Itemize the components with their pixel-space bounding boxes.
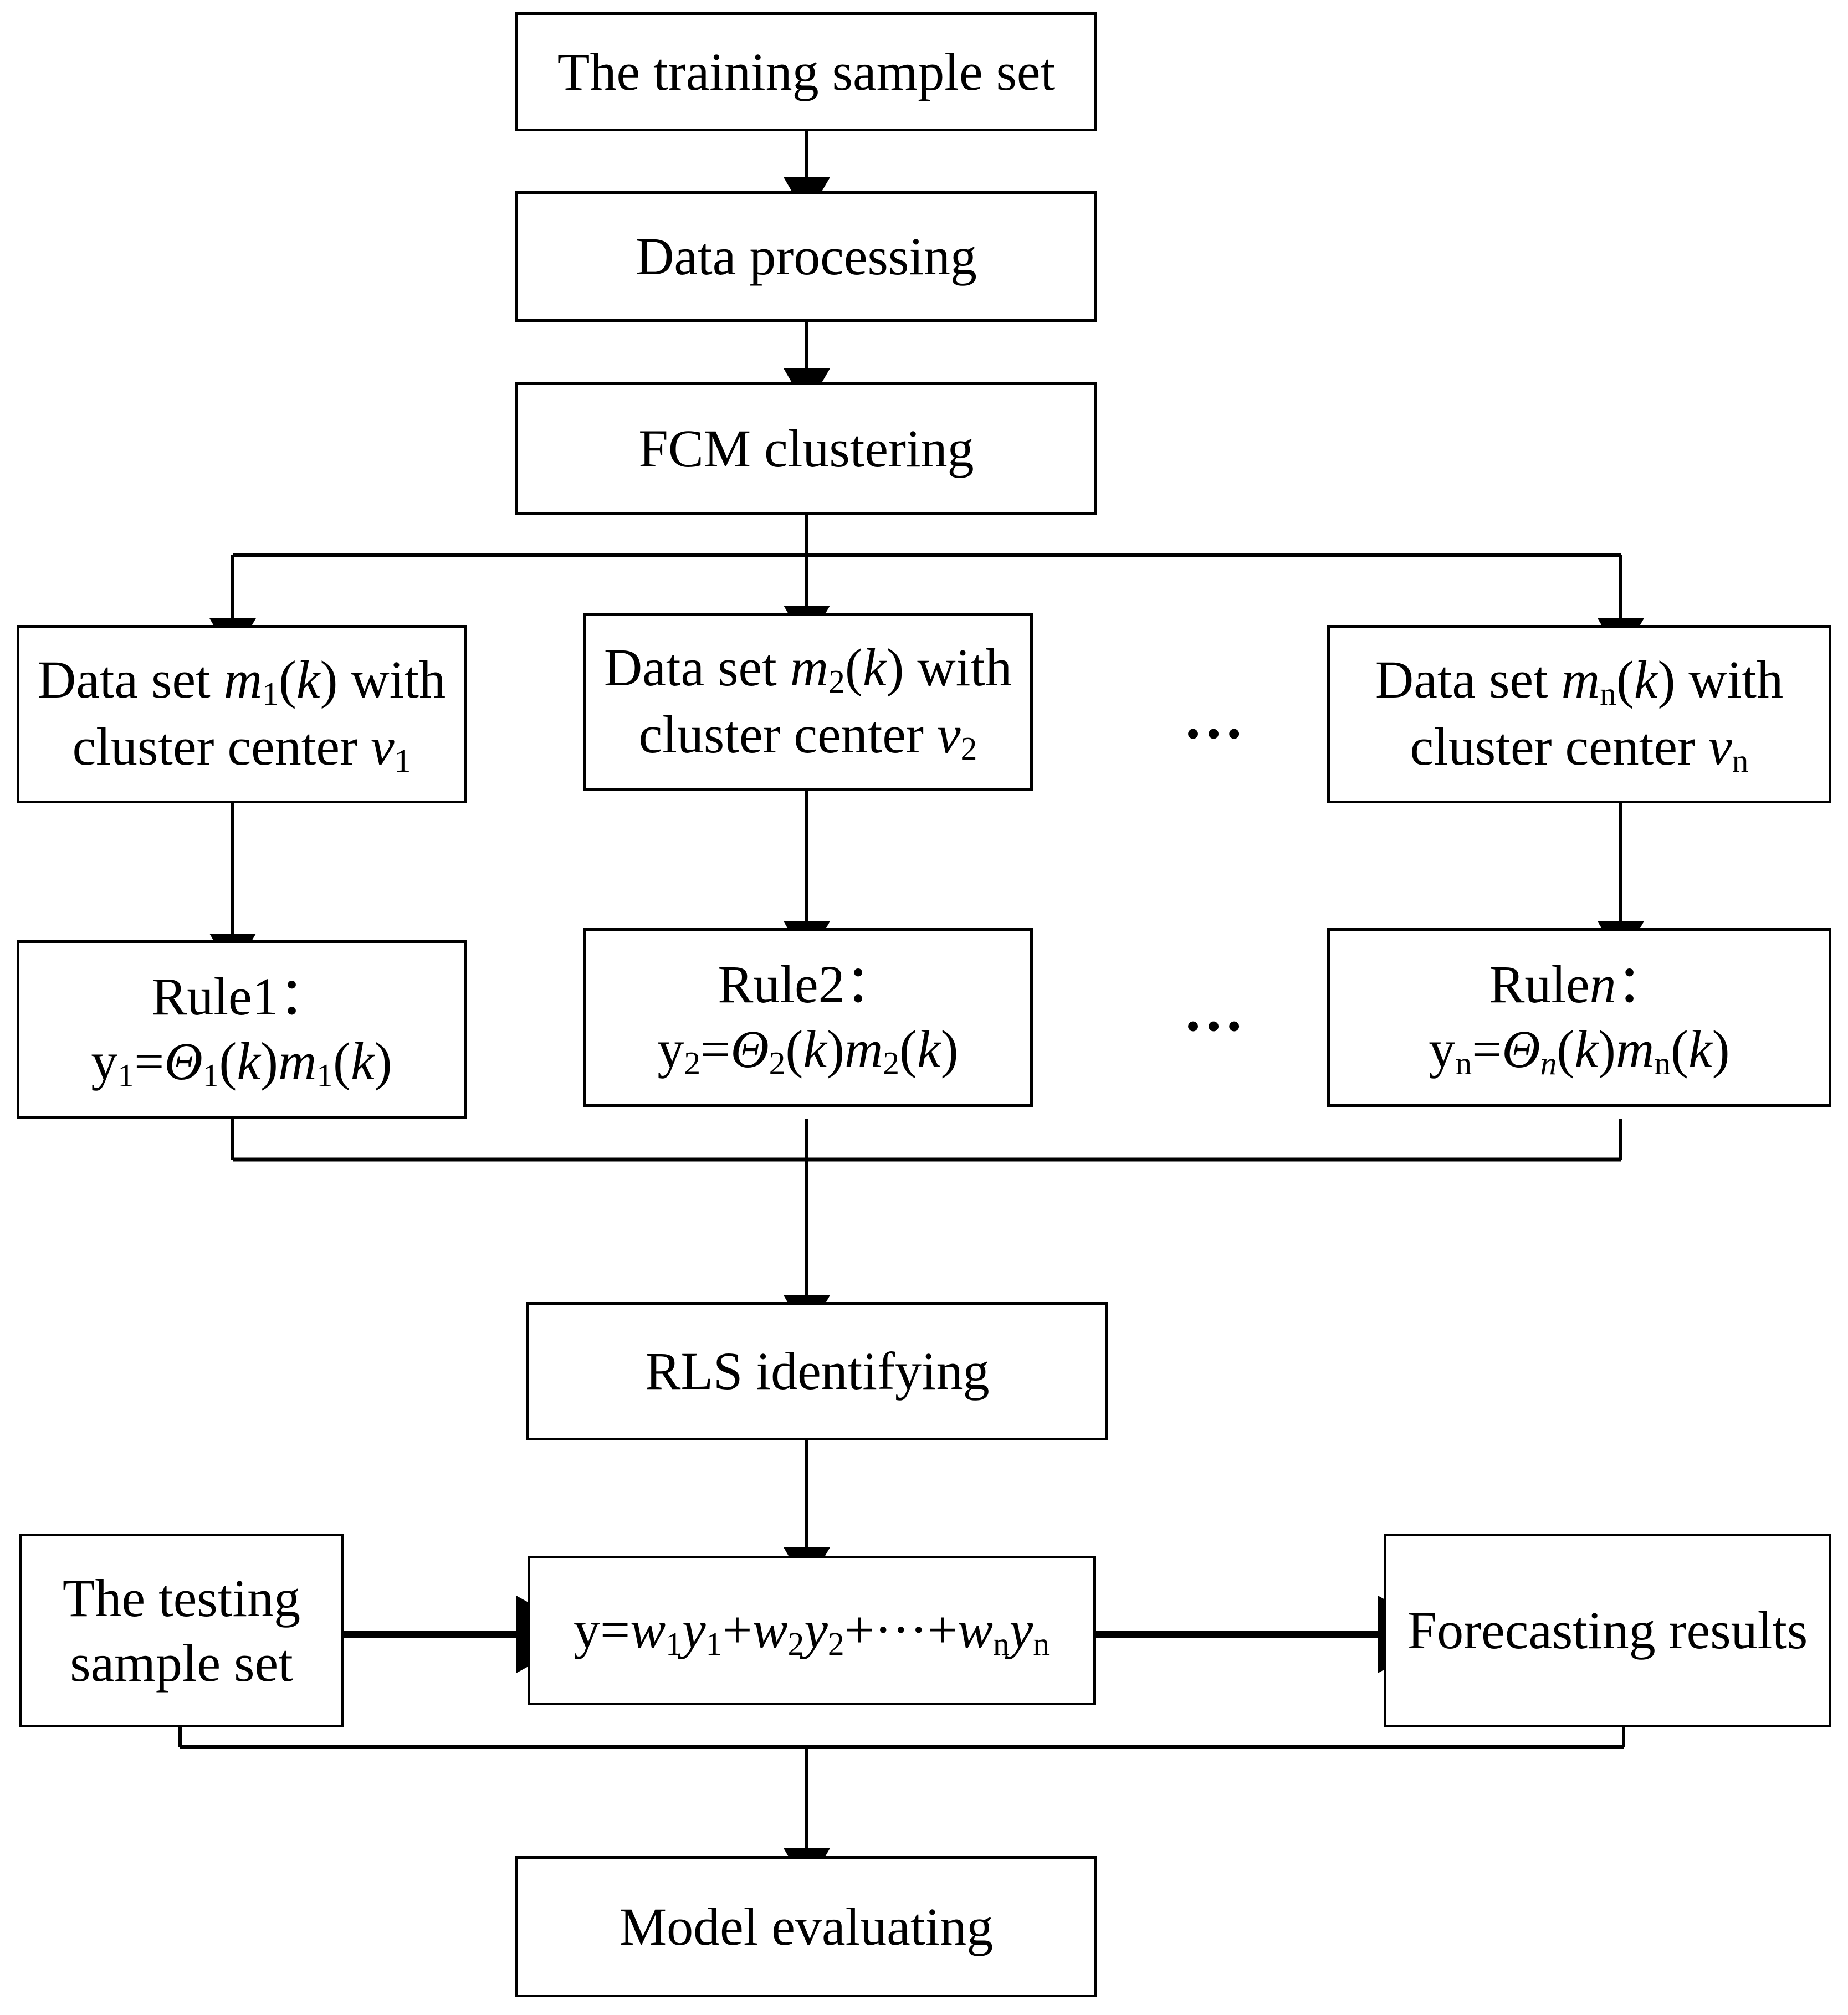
dataset-1-label: Data set m1(k) with cluster center v1 — [37, 650, 446, 780]
fcm-clustering-label: FCM clustering — [638, 419, 974, 479]
node-rule-2[interactable]: Rule2： y2=Θ2(k)m2(k) — [583, 928, 1033, 1107]
rule-2-label: Rule2： y2=Θ2(k)m2(k) — [657, 954, 959, 1081]
model-evaluating-label: Model evaluating — [619, 1896, 994, 1956]
data-processing-label: Data processing — [636, 227, 977, 286]
dataset-n-label: Data set mn(k) with cluster center vn — [1375, 650, 1784, 780]
node-model-evaluating[interactable]: Model evaluating — [515, 1856, 1097, 1997]
node-forecasting-results[interactable]: Forecasting results — [1384, 1534, 1831, 1727]
node-training-sample-set[interactable]: The training sample set — [515, 12, 1097, 131]
dataset-2-label: Data set m2(k) with cluster center v2 — [603, 638, 1012, 767]
ellipsis-rules: … — [1183, 976, 1250, 1044]
rls-identifying-label: RLS identifying — [645, 1341, 990, 1401]
node-weighted-sum[interactable]: y=w1y1+w2y2+···+wnyn — [528, 1556, 1096, 1705]
node-fcm-clustering[interactable]: FCM clustering — [515, 382, 1097, 515]
ellipsis-datasets: … — [1183, 684, 1250, 751]
node-rls-identifying[interactable]: RLS identifying — [526, 1302, 1108, 1440]
node-data-processing[interactable]: Data processing — [515, 191, 1097, 322]
node-rule-1[interactable]: Rule1： y1=Θ1(k)m1(k) — [17, 940, 467, 1119]
rule-1-label: Rule1： y1=Θ1(k)m1(k) — [91, 966, 392, 1094]
node-rule-n[interactable]: Rulen： yn=Θn(k)mn(k) — [1327, 928, 1831, 1107]
training-sample-set-label: The training sample set — [557, 42, 1056, 101]
forecasting-results-label: Forecasting results — [1407, 1601, 1808, 1660]
node-dataset-2[interactable]: Data set m2(k) with cluster center v2 — [583, 613, 1033, 791]
node-dataset-1[interactable]: Data set m1(k) with cluster center v1 — [17, 625, 467, 803]
node-dataset-n[interactable]: Data set mn(k) with cluster center vn — [1327, 625, 1831, 803]
weighted-sum-label: y=w1y1+w2y2+···+wnyn — [574, 1599, 1050, 1662]
rule-n-label: Rulen： yn=Θn(k)mn(k) — [1429, 954, 1730, 1081]
